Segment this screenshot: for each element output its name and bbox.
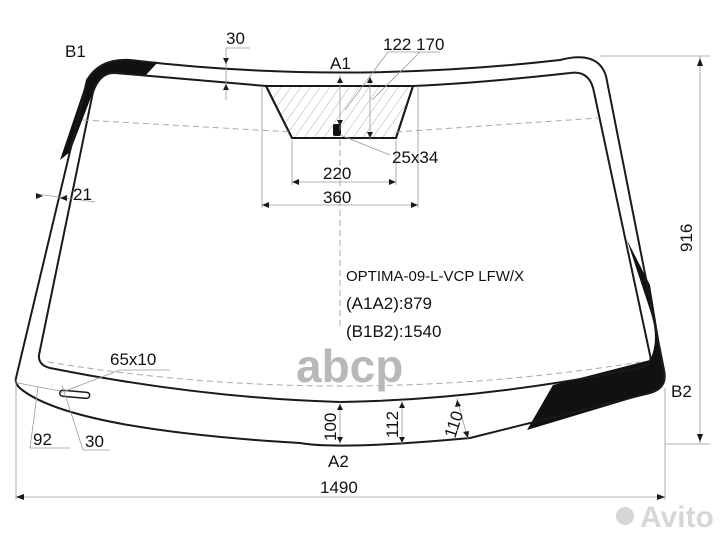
dim-bottom-100: 100	[321, 413, 340, 441]
bottom-dashed-line	[47, 361, 641, 387]
dim-top-band: 30	[226, 29, 245, 48]
dim-bottom-112: 112	[383, 411, 402, 438]
dim-side-band: 21	[73, 185, 92, 204]
avito-watermark: Avito	[640, 501, 714, 534]
sensor-area	[264, 85, 415, 139]
sensor-mount	[333, 124, 341, 136]
point-a2-label: A2	[328, 452, 349, 471]
spec-b1b2: (B1B2):1540	[346, 322, 441, 341]
shade-band-line-right	[395, 117, 599, 133]
dim-vin-offset-y: 30	[85, 432, 104, 451]
dim-bottom-110: 110	[441, 409, 467, 441]
dim-vin-window: 65x10	[110, 350, 156, 369]
point-b1-label: B1	[65, 42, 86, 61]
dim-width: 1490	[320, 478, 358, 497]
diagram-title: OPTIMA-09-L-VCP LFW/X	[346, 268, 524, 285]
dim-sensor-122-170: 122 170	[383, 35, 444, 54]
dim-vin-offset-x: 92	[33, 430, 52, 449]
frit-band-bottom-right	[527, 240, 665, 430]
dim-sensor-inner-width: 220	[323, 164, 351, 183]
point-a1-label: A1	[330, 54, 351, 73]
dim-sensor-size: 25x34	[392, 148, 438, 167]
glass-inner-edge	[37, 71, 652, 404]
point-b2-label: B2	[671, 382, 692, 401]
glass-outer-edge	[14, 56, 666, 447]
dim-height: 916	[677, 224, 696, 252]
vin-window	[58, 389, 91, 400]
abcp-watermark: abcp	[296, 340, 403, 392]
shade-band-line	[82, 119, 293, 133]
dim-sensor-outer-width: 360	[323, 188, 351, 207]
spec-a1a2: (A1A2):879	[346, 294, 432, 313]
avito-logo-icon	[616, 507, 634, 525]
